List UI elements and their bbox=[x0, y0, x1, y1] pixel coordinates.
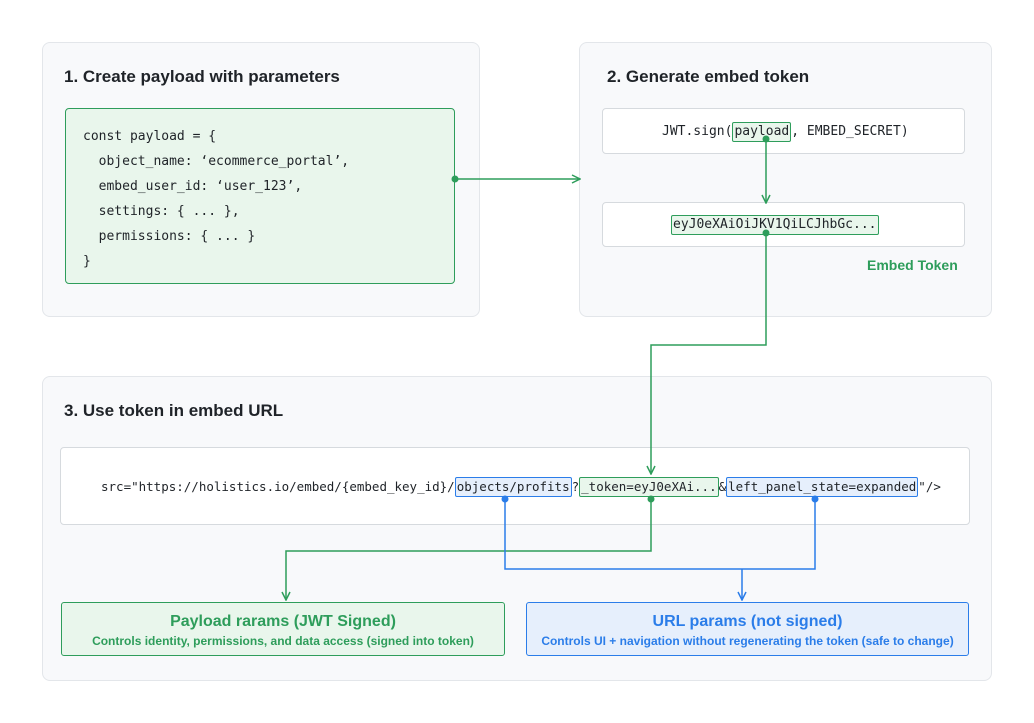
url-token-highlight: _token=eyJ0eXAi... bbox=[579, 477, 719, 497]
url-params-title: URL params (not signed) bbox=[652, 613, 843, 630]
url-prefix: src="https://holistics.io/embed/{embed_k… bbox=[101, 479, 455, 494]
url-suffix: "/> bbox=[918, 479, 941, 494]
code-line: embed_user_id: ‘user_123’, bbox=[83, 179, 303, 194]
token-box: eyJ0eXAiOiJKV1QiLCJhbGc... bbox=[602, 202, 965, 247]
embed-url: src="https://holistics.io/embed/{embed_k… bbox=[101, 477, 941, 497]
token-expression: eyJ0eXAiOiJKV1QiLCJhbGc... bbox=[671, 215, 879, 235]
url-path-highlight: objects/profits bbox=[454, 477, 572, 497]
token-value: eyJ0eXAiOiJKV1QiLCJhbGc... bbox=[671, 215, 879, 235]
code-line: const payload = { bbox=[83, 129, 217, 144]
url-params-legend: URL params (not signed) Controls UI + na… bbox=[526, 602, 969, 656]
code-line: settings: { ... }, bbox=[83, 204, 240, 219]
payload-params-legend: Payload rarams (JWT Signed) Controls ide… bbox=[61, 602, 505, 656]
url-query-mark: ? bbox=[571, 479, 580, 494]
url-params-desc: Controls UI + navigation without regener… bbox=[541, 634, 954, 648]
payload-code-block: const payload = { object_name: ‘ecommerc… bbox=[65, 108, 455, 284]
embed-url-box: src="https://holistics.io/embed/{embed_k… bbox=[60, 447, 970, 525]
step1-panel: 1. Create payload with parameters const … bbox=[42, 42, 480, 317]
code-line: } bbox=[83, 254, 91, 269]
embed-token-label: Embed Token bbox=[867, 257, 958, 273]
code-line: permissions: { ... } bbox=[83, 229, 256, 244]
step3-panel: 3. Use token in embed URL src="https://h… bbox=[42, 376, 992, 681]
url-ampersand: & bbox=[718, 479, 727, 494]
jwt-sign-prefix: JWT.sign( bbox=[662, 124, 733, 139]
payload-params-title: Payload rarams (JWT Signed) bbox=[170, 613, 396, 630]
url-param-highlight: left_panel_state=expanded bbox=[726, 477, 919, 497]
jwt-sign-suffix: , EMBED_SECRET) bbox=[791, 124, 909, 139]
step1-title: 1. Create payload with parameters bbox=[64, 67, 340, 86]
jwt-sign-box: JWT.sign(payload, EMBED_SECRET) bbox=[602, 108, 965, 154]
jwt-sign-expression: JWT.sign(payload, EMBED_SECRET) bbox=[662, 122, 909, 142]
payload-params-desc: Controls identity, permissions, and data… bbox=[92, 634, 474, 648]
step2-title: 2. Generate embed token bbox=[607, 67, 810, 86]
step3-title: 3. Use token in embed URL bbox=[64, 401, 284, 420]
step2-panel: 2. Generate embed token JWT.sign(payload… bbox=[579, 42, 992, 317]
payload-highlight: payload bbox=[732, 122, 792, 142]
code-line: object_name: ‘ecommerce_portal’, bbox=[83, 154, 350, 169]
